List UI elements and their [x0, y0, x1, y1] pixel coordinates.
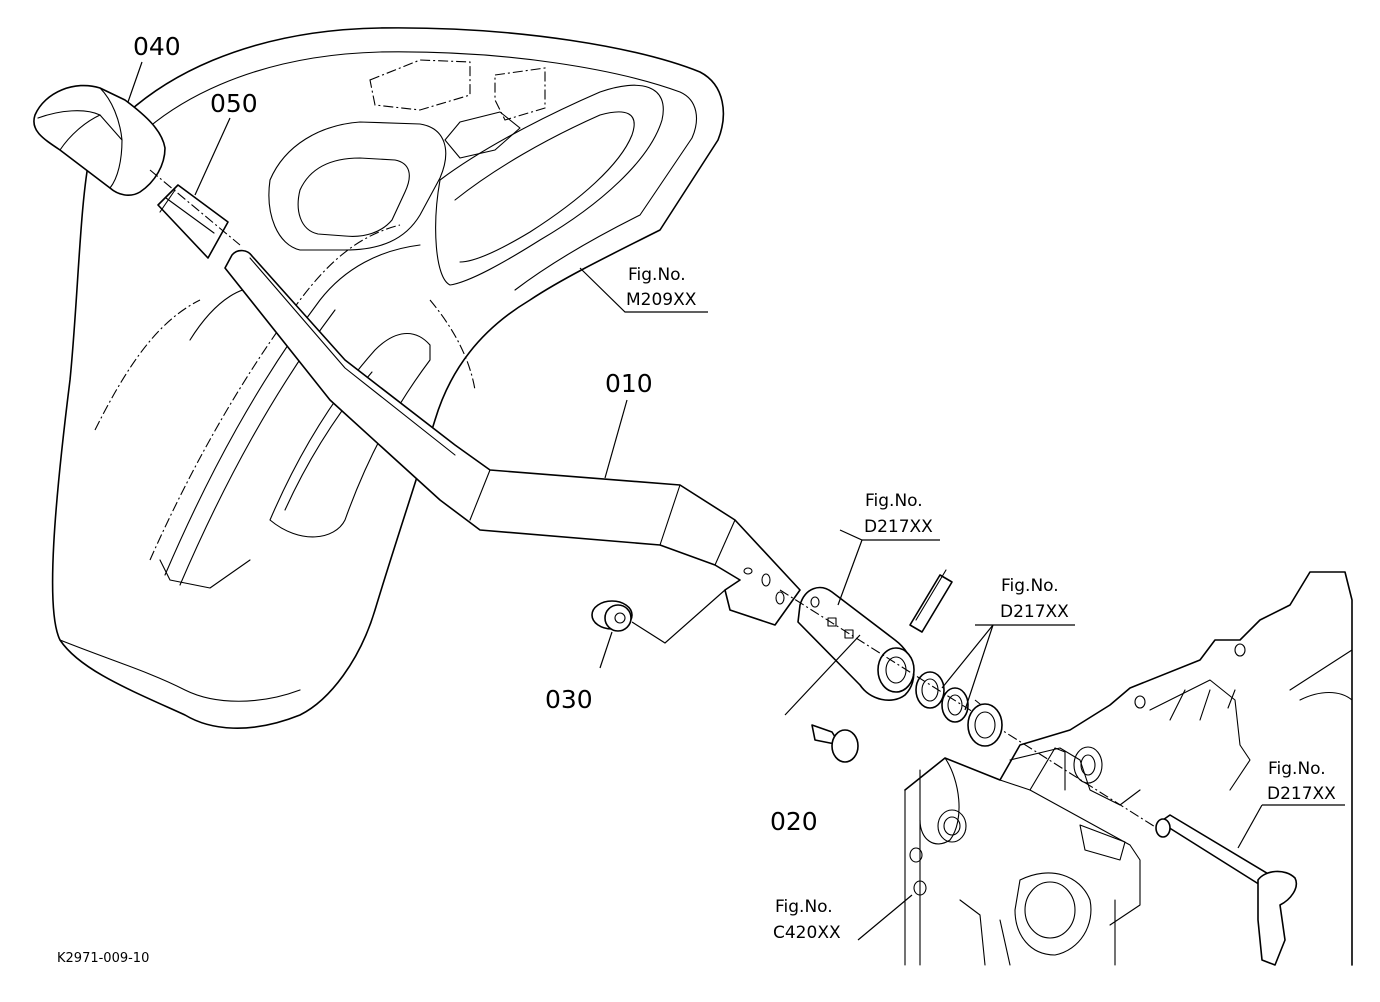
o-rings	[915, 671, 969, 723]
ref-c420-line1: Fig.No.	[775, 897, 833, 917]
part-label-030: 030	[545, 685, 593, 714]
part-label-020: 020	[770, 807, 818, 836]
ref-d217-c-line2: D217XX	[1267, 784, 1336, 804]
part-label-040: 040	[133, 32, 181, 61]
assembly-centerline-upper	[149, 169, 241, 246]
part-labels: 040 050 010 030 020	[133, 32, 818, 836]
ref-m209-line2: M209XX	[626, 290, 697, 310]
grommet-030	[591, 589, 726, 644]
drawing-code: K2971-009-10	[57, 951, 149, 966]
ref-d217-a-line2: D217XX	[864, 517, 933, 537]
figure-references: Fig.No. M209XX Fig.No. D217XX Fig.No. D2…	[626, 265, 1336, 943]
sleeve-050	[157, 184, 229, 259]
assembly-centerline-lower	[779, 589, 1161, 831]
ref-d217-c-line1: Fig.No.	[1268, 759, 1326, 779]
lever-010	[224, 249, 801, 626]
leader-lines	[127, 61, 1345, 941]
spring-pin	[909, 569, 953, 633]
bolt-020	[784, 634, 861, 763]
knob-040	[33, 84, 166, 197]
ref-d217-b-line1: Fig.No.	[1001, 576, 1059, 596]
part-label-050: 050	[210, 89, 258, 118]
ref-m209-line1: Fig.No.	[628, 265, 686, 285]
fender-housing	[51, 27, 725, 729]
transmission-case	[904, 571, 1353, 966]
part-label-010: 010	[605, 369, 653, 398]
ref-d217-a-line1: Fig.No.	[865, 491, 923, 511]
shift-rod	[1155, 814, 1298, 966]
ref-d217-b-line2: D217XX	[1000, 602, 1069, 622]
ref-c420-line2: C420XX	[773, 923, 841, 943]
